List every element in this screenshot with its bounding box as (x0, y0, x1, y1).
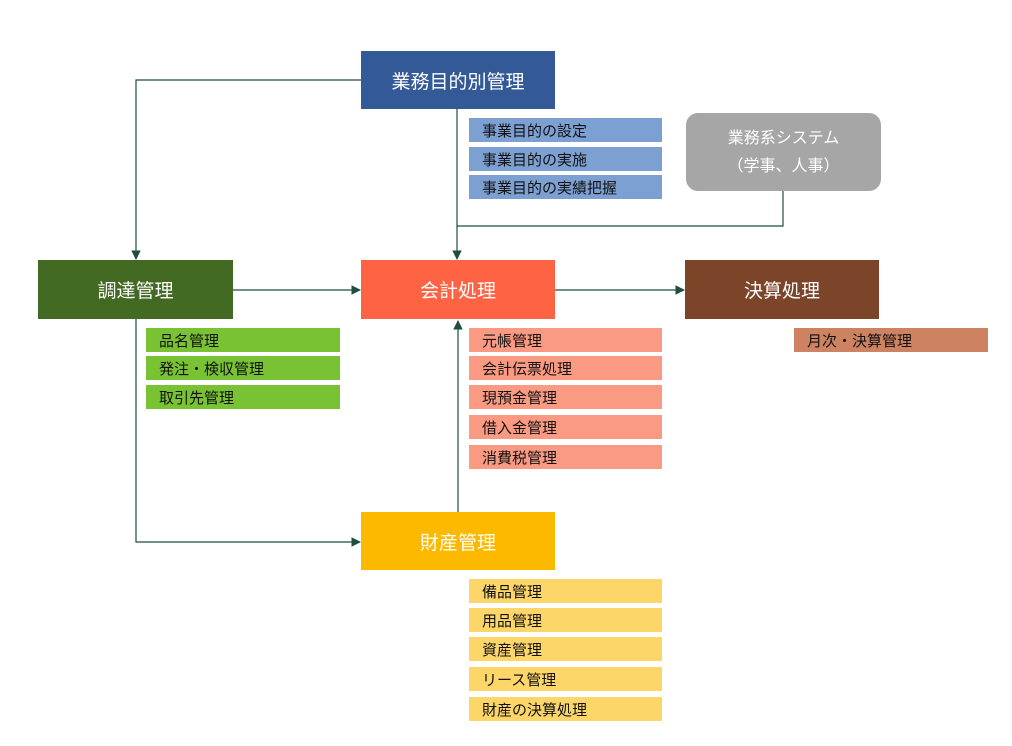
procurement-item: 品名管理 (146, 328, 340, 352)
line-external-to-accounting (457, 191, 784, 227)
closing-label: 決算処理 (743, 280, 820, 302)
accounting-item: 元帳管理 (469, 328, 662, 352)
accounting-box: 会計処理 (361, 260, 555, 319)
assets-item: 資産管理 (469, 637, 662, 661)
arrow-procurement-to-assets (135, 319, 361, 547)
external-system-line2: （学事、人事） (727, 156, 840, 175)
accounting-item: 会計伝票処理 (469, 356, 662, 380)
purpose-item: 事業目的の実施 (469, 147, 662, 171)
procurement-item: 取引先管理 (146, 385, 340, 409)
assets-label: 財産管理 (419, 531, 496, 554)
accounting-item: 借入金管理 (469, 415, 662, 439)
assets-item: リース管理 (469, 667, 662, 691)
purpose-management-box: 業務目的別管理 (361, 51, 555, 109)
external-system-line1: 業務系システム (727, 128, 840, 147)
arrow-purpose-to-procurement (131, 79, 362, 260)
closing-item: 月次・決算管理 (794, 328, 988, 352)
purpose-management-label: 業務目的別管理 (391, 70, 525, 93)
accounting-item: 現預金管理 (469, 385, 662, 409)
assets-item: 備品管理 (469, 579, 662, 603)
accounting-item: 消費税管理 (469, 445, 662, 469)
external-system-box: 業務系システム （学事、人事） (686, 113, 881, 191)
assets-box: 財産管理 (361, 512, 555, 570)
purpose-item: 事業目的の実績把握 (469, 175, 662, 199)
purpose-item: 事業目的の設定 (469, 118, 662, 142)
procurement-item: 発注・検収管理 (146, 356, 340, 380)
assets-item: 用品管理 (469, 608, 662, 632)
procurement-label: 調達管理 (97, 280, 174, 302)
accounting-label: 会計処理 (419, 280, 496, 302)
assets-item: 財産の決算処理 (469, 697, 662, 721)
closing-box: 決算処理 (685, 260, 879, 319)
procurement-box: 調達管理 (38, 260, 233, 319)
